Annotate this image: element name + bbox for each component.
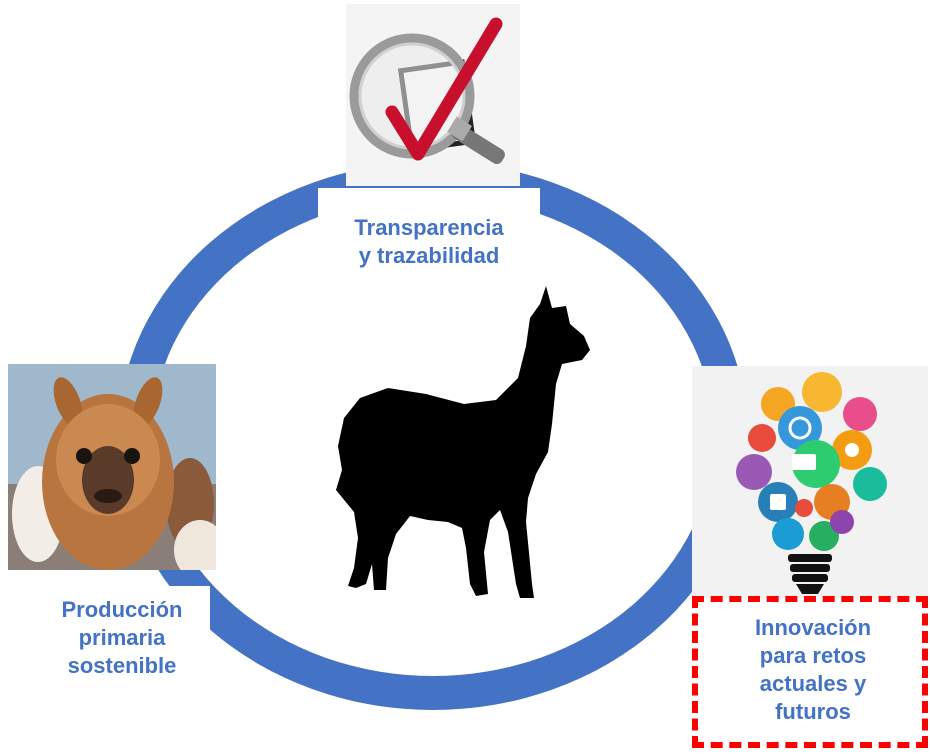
magnifying-glass-checkmark-image [346,4,520,186]
lightbulb-social-icons-image [692,366,928,598]
alpaca-photo [8,364,216,570]
label-transparencia: Transparencia y trazabilidad [354,215,504,268]
top-label-background [318,188,540,288]
alpaca-silhouette [330,284,592,602]
label-innovacion: Innovación para retos actuales y futuros [754,615,872,724]
left-label-background [34,586,210,704]
highlight-box [692,596,928,748]
right-label-background [698,602,922,742]
label-produccion: Producción primaria sostenible [61,597,183,678]
